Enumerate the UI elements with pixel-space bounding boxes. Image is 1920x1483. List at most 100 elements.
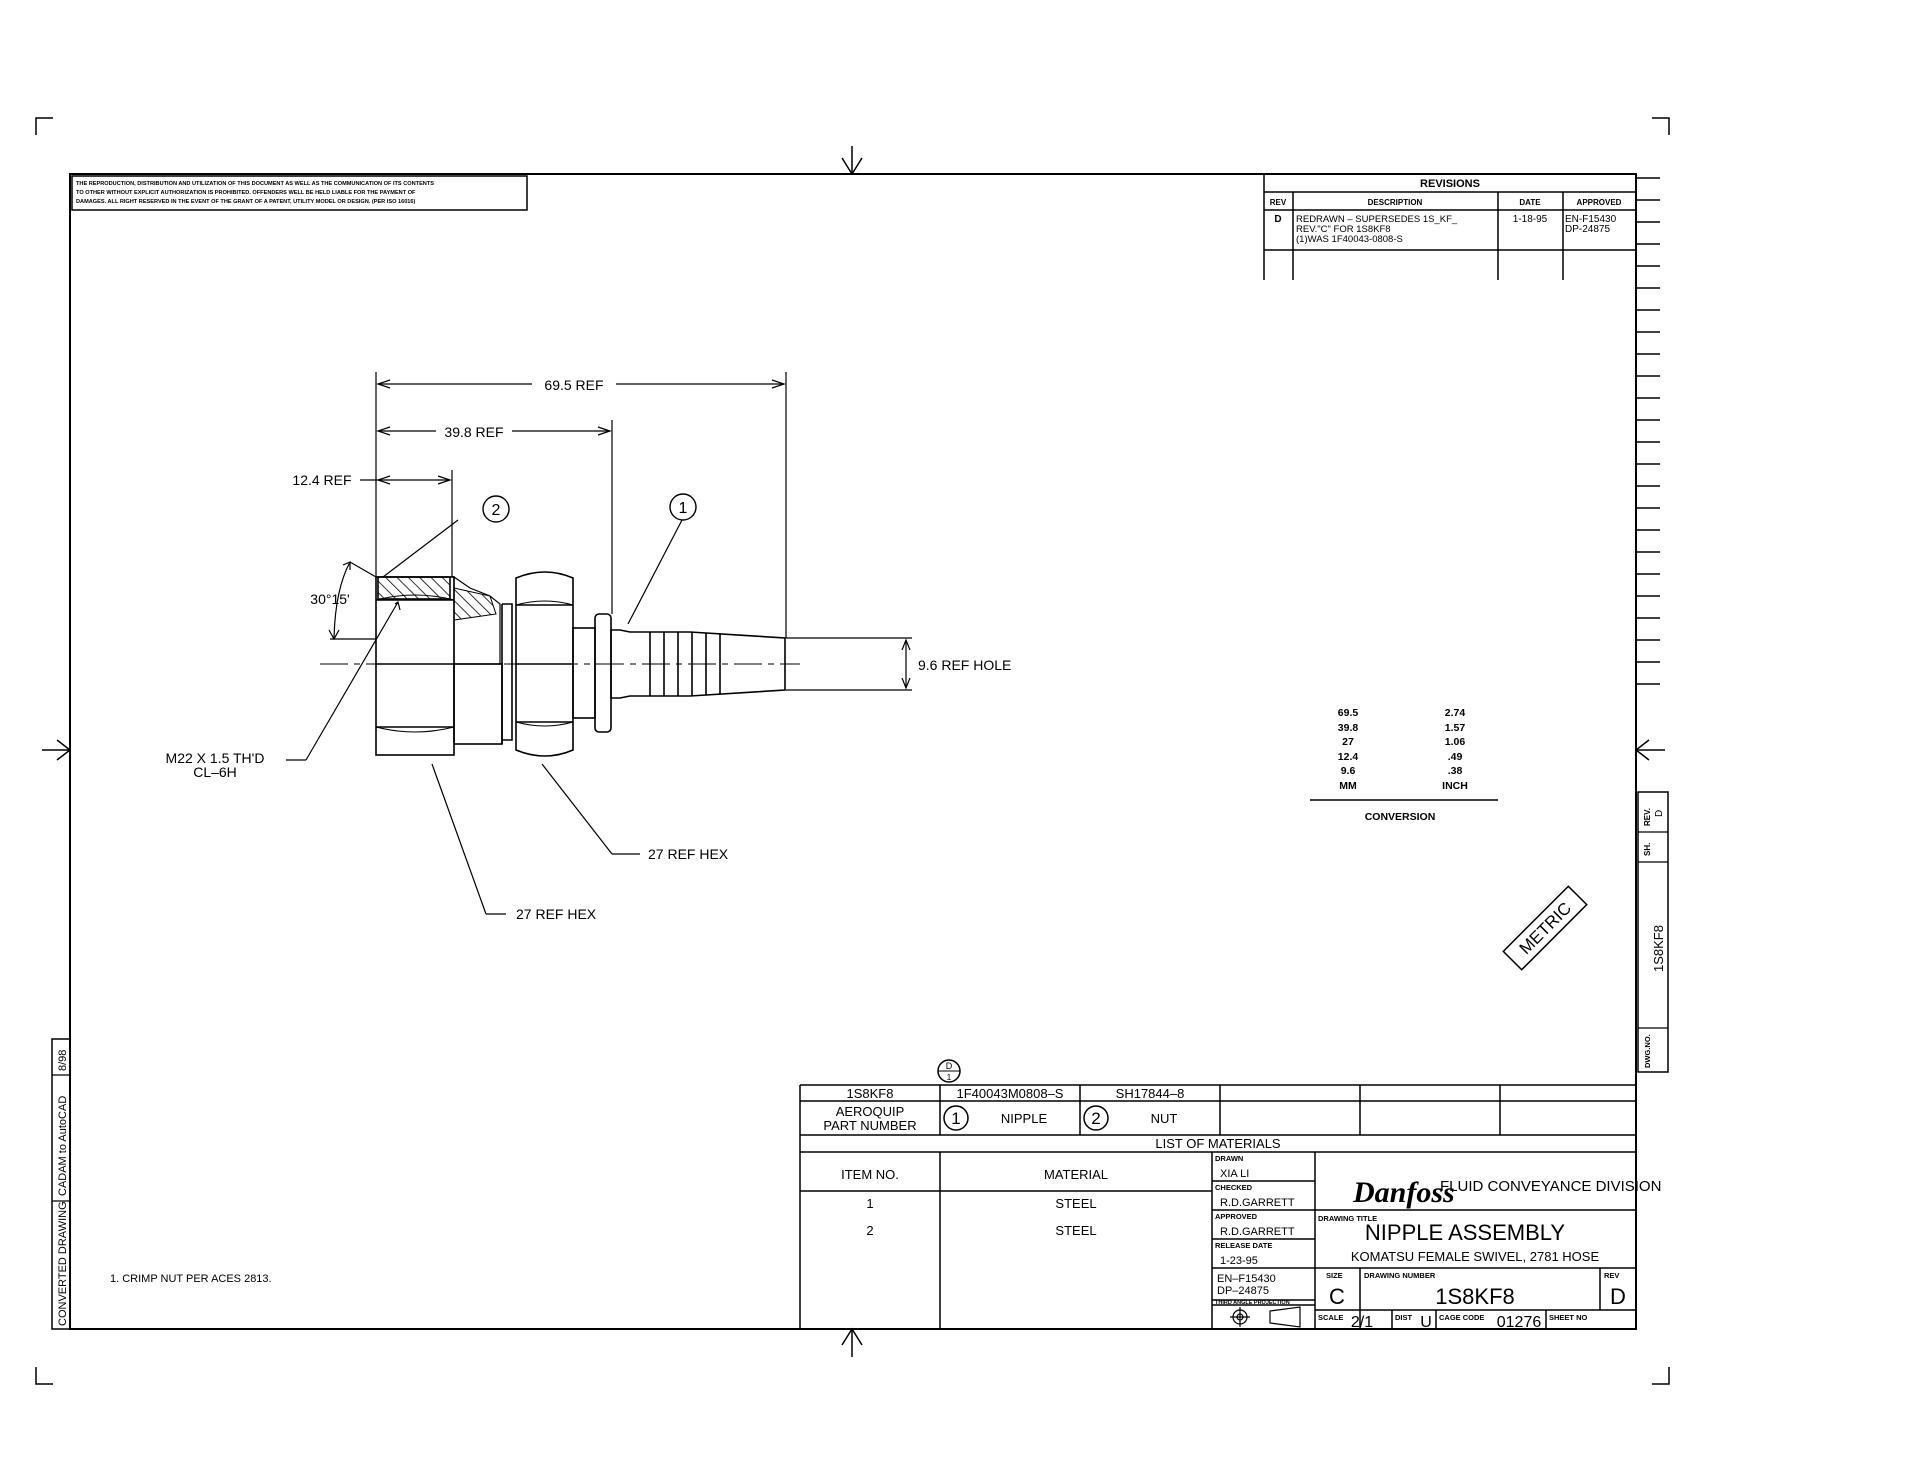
svg-text:DWG.NO.: DWG.NO.: [1643, 1034, 1652, 1068]
svg-text:.49: .49: [1448, 751, 1463, 763]
svg-text:DESCRIPTION: DESCRIPTION: [1368, 198, 1423, 207]
revisions-table: REVISIONS REV DESCRIPTION DATE APPROVED …: [1263, 174, 1636, 280]
dim-nut: 12.4 REF: [292, 472, 351, 488]
svg-text:12.4: 12.4: [1338, 751, 1359, 763]
balloons: [482, 493, 697, 523]
svg-text:8/98: 8/98: [57, 1050, 69, 1071]
svg-text:D: D: [1654, 810, 1665, 817]
assembly-pn: 1S8KF8: [847, 1086, 894, 1101]
svg-text:CHECKED: CHECKED: [1215, 1183, 1253, 1192]
svg-text:PART NUMBER: PART NUMBER: [823, 1118, 916, 1133]
drawing-subtitle: KOMATSU FEMALE SWIVEL, 2781 HOSE: [1351, 1249, 1600, 1264]
metric-stamp: METRIC: [1502, 885, 1588, 971]
svg-text:RELEASE DATE: RELEASE DATE: [1215, 1241, 1272, 1250]
svg-text:.38: .38: [1448, 765, 1463, 777]
svg-text:TO OTHER WITHOUT EXPLICIT AUTH: TO OTHER WITHOUT EXPLICIT AUTHORIZATION …: [76, 190, 416, 196]
projection-symbol: [1230, 1306, 1301, 1328]
side-strip: REV. D SH. 1S8KF8 DWG.NO.: [1637, 791, 1669, 1073]
svg-text:REV: REV: [1270, 198, 1287, 207]
distribution: U: [1420, 1314, 1432, 1331]
converted-box: CONVERTED DRAWING CADAM to AutoCAD 8/98: [51, 1038, 71, 1330]
svg-text:2: 2: [866, 1223, 873, 1238]
svg-text:1: 1: [947, 1073, 952, 1082]
sheet-size: C: [1329, 1284, 1345, 1309]
svg-text:AEROQUIP: AEROQUIP: [836, 1104, 905, 1119]
svg-text:D: D: [1274, 214, 1281, 225]
nipple-pn: 1F40043M0808–S: [957, 1086, 1064, 1101]
dim-overall: 69.5 REF: [544, 377, 603, 393]
svg-text:2: 2: [1091, 1109, 1100, 1128]
svg-text:(1)WAS 1F40043-0808-S: (1)WAS 1F40043-0808-S: [1296, 234, 1403, 245]
svg-text:SHEET NO: SHEET NO: [1549, 1313, 1588, 1322]
svg-text:9.6: 9.6: [1341, 765, 1356, 777]
thread-class: CL–6H: [193, 764, 237, 780]
svg-text:1-18-95: 1-18-95: [1513, 214, 1548, 225]
dim-hex-nut: 27 REF HEX: [516, 906, 597, 922]
svg-text:INCH: INCH: [1442, 780, 1468, 792]
revision-letter: D: [1610, 1284, 1626, 1309]
svg-text:DAMAGES. ALL RIGHT RESERVED IN: DAMAGES. ALL RIGHT RESERVED IN THE EVENT…: [76, 199, 416, 205]
item2-name: NUT: [1151, 1111, 1178, 1126]
balloon-1: 1: [679, 500, 688, 517]
svg-text:DP–24875: DP–24875: [1217, 1285, 1269, 1297]
cage-code: 01276: [1497, 1314, 1542, 1331]
svg-text:CONVERSION: CONVERSION: [1365, 811, 1436, 823]
svg-text:APPROVED: APPROVED: [1215, 1212, 1258, 1221]
svg-text:DRAWN: DRAWN: [1215, 1154, 1243, 1163]
revisions-title: REVISIONS: [1420, 178, 1480, 190]
title-block: [1212, 1152, 1636, 1329]
svg-text:MM: MM: [1339, 780, 1357, 792]
checked-by: R.D.GARRETT: [1220, 1197, 1295, 1209]
svg-text:SCALE: SCALE: [1318, 1313, 1343, 1322]
division-name: FLUID CONVEYANCE DIVISION: [1440, 1178, 1661, 1195]
dim-hole: 9.6 REF HOLE: [918, 657, 1011, 673]
svg-text:REDRAWN – SUPERSEDES 1S_KF_: REDRAWN – SUPERSEDES 1S_KF_: [1296, 214, 1458, 225]
svg-text:1.57: 1.57: [1445, 722, 1466, 734]
svg-text:39.8: 39.8: [1338, 722, 1359, 734]
svg-text:CADAM to AutoCAD: CADAM to AutoCAD: [57, 1096, 69, 1196]
svg-text:THIRD ANGLE PROJECTION: THIRD ANGLE PROJECTION: [1215, 1300, 1290, 1306]
drawn-by: XIA LI: [1220, 1168, 1249, 1180]
svg-text:CONVERTED DRAWING: CONVERTED DRAWING: [57, 1201, 69, 1326]
svg-text:DP-24875: DP-24875: [1565, 224, 1610, 235]
svg-text:DRAWING TITLE: DRAWING TITLE: [1318, 1214, 1377, 1223]
main-border: [69, 173, 1637, 1330]
nut-pn: SH17844–8: [1116, 1086, 1185, 1101]
drawing-title: NIPPLE ASSEMBLY: [1365, 1220, 1565, 1245]
svg-text:27: 27: [1342, 736, 1354, 748]
svg-text:REV."C" FOR 1S8KF8: REV."C" FOR 1S8KF8: [1296, 224, 1391, 235]
svg-text:DRAWING NUMBER: DRAWING NUMBER: [1364, 1271, 1436, 1280]
svg-text:STEEL: STEEL: [1055, 1223, 1096, 1238]
svg-text:1S8KF8: 1S8KF8: [1651, 925, 1666, 972]
fitting-drawing: [320, 571, 800, 757]
drawing-number: 1S8KF8: [1435, 1284, 1515, 1309]
svg-text:APPROVED: APPROVED: [1577, 198, 1622, 207]
svg-text:2.74: 2.74: [1445, 707, 1466, 719]
svg-text:MATERIAL: MATERIAL: [1044, 1167, 1108, 1182]
dim-hex-nipple: 27 REF HEX: [648, 846, 729, 862]
dim-angle: 30°15': [310, 591, 349, 607]
corner-marks: [35, 117, 1670, 1385]
svg-text:DIST: DIST: [1395, 1313, 1413, 1322]
svg-text:STEEL: STEEL: [1055, 1196, 1096, 1211]
svg-text:ITEM NO.: ITEM NO.: [841, 1167, 899, 1182]
svg-text:REV.: REV.: [1643, 808, 1652, 826]
crimp-note: 1. CRIMP NUT PER ACES 2813.: [110, 1273, 272, 1285]
svg-text:REV: REV: [1604, 1271, 1619, 1280]
svg-text:1: 1: [951, 1109, 960, 1128]
materials-title: LIST OF MATERIALS: [1155, 1136, 1281, 1151]
svg-text:SH.: SH.: [1643, 843, 1652, 856]
svg-text:69.5: 69.5: [1338, 707, 1359, 719]
dimension-lines: [286, 372, 912, 915]
svg-text:1: 1: [866, 1196, 873, 1211]
svg-text:CAGE CODE: CAGE CODE: [1439, 1313, 1484, 1322]
d-flag: D: [946, 1061, 953, 1071]
reproduction-notice: THE REPRODUCTION, DISTRIBUTION AND UTILI…: [71, 175, 528, 211]
svg-text:METRIC: METRIC: [1516, 899, 1576, 959]
svg-text:THE REPRODUCTION, DISTRIBUTION: THE REPRODUCTION, DISTRIBUTION AND UTILI…: [76, 181, 434, 187]
svg-text:SIZE: SIZE: [1326, 1271, 1343, 1280]
approved-by: R.D.GARRETT: [1220, 1226, 1295, 1238]
conversion-table: 69.5 39.8 27 12.4 9.6 MM 2.74 1.57 1.06 …: [1310, 707, 1498, 823]
item1-name: NIPPLE: [1001, 1111, 1048, 1126]
